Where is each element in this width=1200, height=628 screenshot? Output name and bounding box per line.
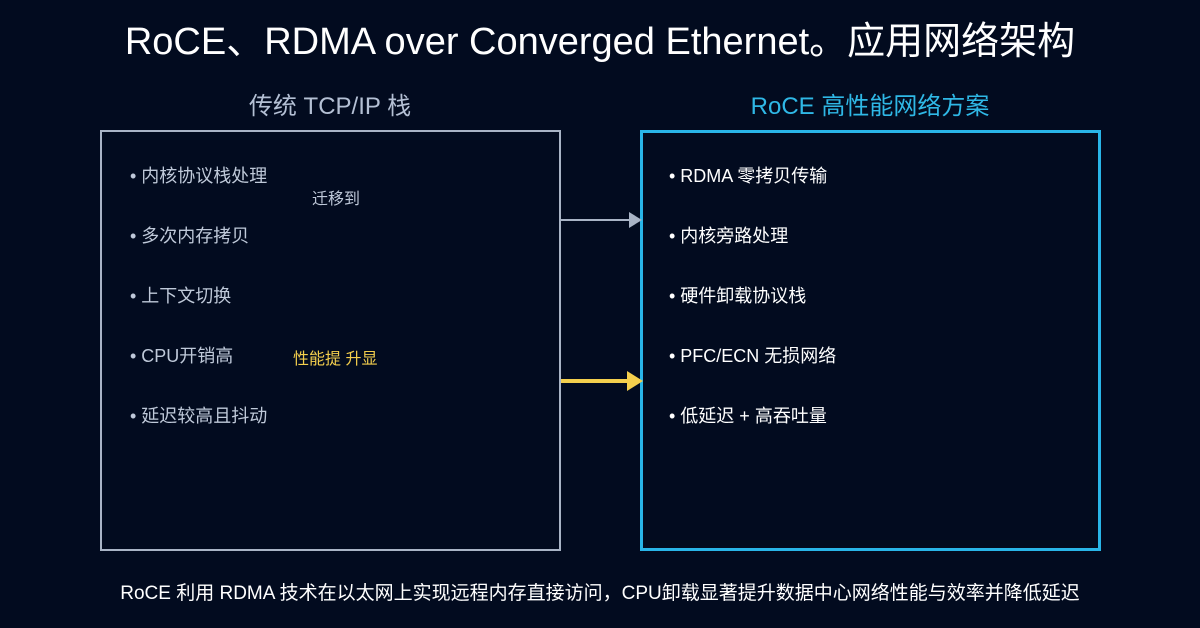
- right-column-heading: RoCE 高性能网络方案: [750, 93, 990, 120]
- left-column-heading: 传统 TCP/IP 栈: [248, 93, 412, 120]
- left-item-2: • 多次内存拷贝: [130, 226, 250, 246]
- traditional-stack-panel: • 内核协议栈处理 • 多次内存拷贝 • 上下文切换 • CPU开销高 • 延迟…: [100, 130, 561, 551]
- right-item-3: • 硬件卸载协议栈: [669, 286, 807, 306]
- left-item-1: • 内核协议栈处理: [130, 166, 268, 186]
- right-item-1: • RDMA 零拷贝传输: [669, 166, 828, 186]
- footer-caption: RoCE 利用 RDMA 技术在以太网上实现远程内存直接访问，CPU卸载显著提升…: [120, 583, 1080, 604]
- performance-arrow: [561, 371, 643, 391]
- right-item-2: • 内核旁路处理: [669, 226, 789, 246]
- right-item-4: • PFC/ECN 无损网络: [669, 346, 837, 366]
- migration-arrow-label: 迁移到: [312, 191, 361, 208]
- left-item-3: • 上下文切换: [130, 286, 232, 306]
- performance-arrow-label: 性能提 升显: [293, 351, 378, 368]
- roce-solution-panel: • RDMA 零拷贝传输 • 内核旁路处理 • 硬件卸载协议栈 • PFC/EC…: [640, 130, 1101, 551]
- left-item-5: • 延迟较高且抖动: [130, 406, 268, 426]
- right-item-5: • 低延迟 + 高吞吐量: [669, 406, 827, 426]
- left-item-4: • CPU开销高: [130, 346, 234, 366]
- migration-arrow: [561, 212, 642, 228]
- diagram-title: RoCE、RDMA over Converged Ethernet。应用网络架构: [124, 21, 1076, 63]
